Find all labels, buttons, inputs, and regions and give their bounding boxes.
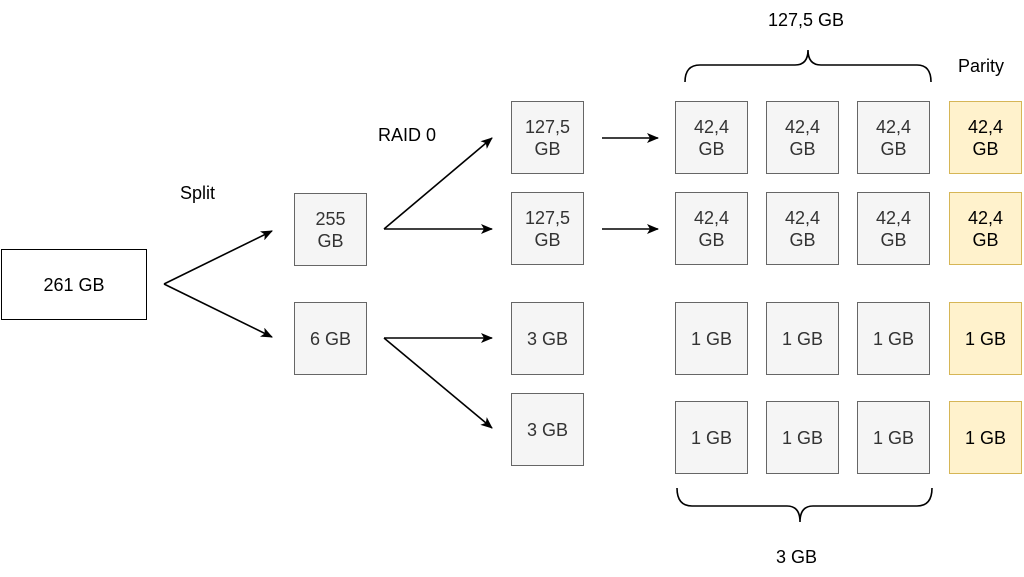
source-label: 261 GB — [43, 274, 105, 295]
split-label: Split — [180, 183, 216, 203]
source-box: 261 GB — [1, 249, 147, 320]
split-part-1: 255 GB — [294, 193, 367, 266]
disk-r1-c2: 42,4 GB — [766, 101, 839, 174]
parity-label: Parity — [958, 56, 1005, 76]
raid0-part-3: 3 GB — [511, 302, 584, 375]
disk-r4-c3: 1 GB — [857, 401, 930, 474]
split-part-2: 6 GB — [294, 302, 367, 375]
arrow-split-bottom — [163, 283, 273, 338]
raid0-label: RAID 0 — [378, 125, 437, 145]
disk-r2-c1: 42,4 GB — [675, 192, 748, 265]
disk-r3-c2: 1 GB — [766, 302, 839, 375]
disk-r3-c1: 1 GB — [675, 302, 748, 375]
disk-r1-c3: 42,4 GB — [857, 101, 930, 174]
parity-r2: 42,4 GB — [949, 192, 1022, 265]
disk-r3-c3: 1 GB — [857, 302, 930, 375]
parity-r1: 42,4 GB — [949, 101, 1022, 174]
arrow-raid-1 — [383, 137, 493, 230]
raid0-part-2: 127,5 GB — [511, 192, 584, 265]
disk-r2-c3: 42,4 GB — [857, 192, 930, 265]
disk-r2-c2: 42,4 GB — [766, 192, 839, 265]
brace-bottom — [676, 487, 933, 523]
brace-top — [684, 49, 932, 83]
raid0-part-1: 127,5 GB — [511, 101, 584, 174]
top-brace-label: 127,5 GB — [768, 10, 845, 30]
disk-r4-c2: 1 GB — [766, 401, 839, 474]
parity-r4: 1 GB — [949, 401, 1022, 474]
disk-r4-c1: 1 GB — [675, 401, 748, 474]
bottom-brace-label: 3 GB — [776, 547, 818, 567]
arrow-split-top — [163, 230, 273, 285]
parity-r3: 1 GB — [949, 302, 1022, 375]
arrow-raid-4 — [383, 337, 493, 429]
raid0-part-4: 3 GB — [511, 393, 584, 466]
disk-r1-c1: 42,4 GB — [675, 101, 748, 174]
